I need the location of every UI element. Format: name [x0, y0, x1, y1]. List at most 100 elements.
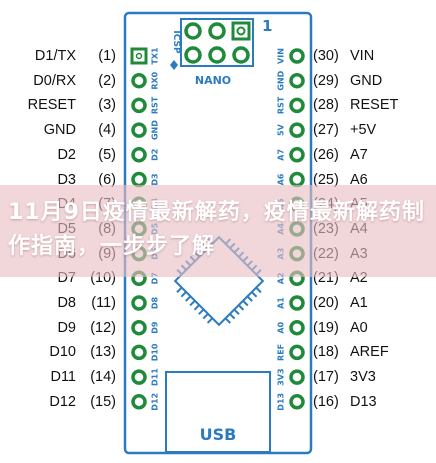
right-pin-name: A0 — [350, 319, 368, 336]
left-pin-number: (14) — [90, 369, 116, 386]
chip-leg — [198, 309, 204, 315]
header-pin — [131, 369, 147, 385]
usb-connector — [165, 371, 271, 453]
chip-leg — [247, 296, 253, 302]
right-pin-name: VIN — [350, 48, 375, 64]
chip-leg — [229, 313, 236, 320]
right-pin-number: (16) — [313, 393, 339, 410]
silk-label-right: A1 — [277, 297, 286, 309]
left-pin-number: (11) — [91, 295, 116, 311]
left-pin-name: D9 — [57, 319, 76, 336]
header-pin — [289, 319, 305, 336]
right-pin-number: (19) — [313, 319, 339, 336]
header-pin1-label: 1 — [262, 17, 272, 35]
left-pin-number: (3) — [98, 97, 116, 114]
icsp-pin — [208, 22, 226, 40]
header-pin — [131, 295, 147, 311]
silk-label-right: A2 — [277, 272, 286, 284]
header-pin — [289, 394, 305, 410]
chip-leg — [193, 304, 200, 311]
right-pin-number: (25) — [313, 171, 339, 188]
header-pin — [289, 295, 305, 311]
header-pin — [131, 97, 147, 114]
silk-label-left: D3 — [151, 173, 160, 185]
right-pin-number: (26) — [313, 146, 339, 163]
silk-label-right: 5V — [277, 123, 286, 136]
left-pin-name: D12 — [49, 393, 76, 410]
left-pin-number: (1) — [98, 48, 116, 64]
chip-leg — [202, 313, 209, 320]
left-pin-number: (13) — [90, 344, 116, 361]
chip-leg — [234, 309, 240, 315]
header-pin-hole — [135, 52, 143, 60]
right-pin-name: RESET — [350, 97, 399, 114]
header-pin — [289, 147, 305, 163]
header-pin — [131, 394, 147, 410]
silk-label-left: D12 — [151, 393, 160, 411]
right-pin-number: (18) — [313, 344, 339, 361]
chip-leg — [251, 291, 258, 298]
usb-label: USB — [200, 425, 237, 444]
icsp-pin — [208, 46, 226, 64]
right-pin-number: (20) — [313, 295, 339, 311]
chip-leg — [180, 291, 187, 298]
right-pin-name: A1 — [350, 295, 368, 311]
left-pin-name: D10 — [49, 344, 76, 361]
silk-label-left: D8 — [151, 296, 160, 309]
silk-label-right: 3V3 — [277, 368, 286, 385]
silk-label-left: D9 — [151, 321, 160, 334]
left-pin-name: D2 — [57, 146, 76, 163]
indicator-icon — [170, 60, 178, 70]
left-pin-number: (12) — [90, 319, 116, 336]
chip-leg — [225, 318, 231, 324]
icsp-pin — [184, 46, 202, 64]
right-pin-name: +5V — [350, 122, 377, 139]
left-pin-name: D11 — [50, 369, 76, 386]
silk-label-left: RX0 — [151, 71, 160, 89]
right-pin-number: (30) — [313, 48, 339, 64]
chip-leg — [255, 287, 262, 294]
header-pin — [289, 171, 305, 188]
chip-leg — [206, 317, 213, 324]
silk-label-left: GND — [151, 120, 160, 140]
silk-label-right: A7 — [277, 149, 286, 161]
silk-label-right: REF — [277, 344, 286, 361]
silk-label-right: GND — [277, 70, 286, 90]
left-pin-name: GND — [43, 122, 76, 139]
left-pin-number: (4) — [98, 122, 116, 139]
header-pin — [289, 72, 305, 89]
header-pin — [131, 344, 147, 361]
icsp-pin — [184, 22, 202, 40]
silk-label-left: D7 — [151, 272, 160, 284]
chip-leg — [176, 287, 182, 293]
silk-label-right: RST — [277, 96, 286, 114]
silk-label-left: D10 — [151, 343, 160, 361]
silk-label-left: D2 — [151, 149, 160, 161]
silk-label-right: A0 — [277, 321, 286, 333]
icsp-pins — [184, 21, 251, 64]
right-pin-name: D13 — [350, 393, 377, 410]
left-pin-number: (5) — [98, 146, 116, 163]
icsp-label: ICSP — [171, 30, 181, 54]
header-pin — [131, 72, 147, 89]
right-pin-number: (29) — [313, 72, 339, 89]
chip-leg — [185, 296, 191, 302]
silk-label-right: D13 — [277, 393, 286, 411]
icsp-pin-hole — [236, 26, 246, 36]
header-pin — [289, 369, 305, 385]
header-pin — [131, 171, 147, 188]
header-pin — [289, 122, 305, 138]
header-pin — [289, 48, 305, 64]
silk-label-right: VIN — [277, 48, 286, 64]
silk-label-left: RST — [151, 96, 160, 114]
overlay-banner — [0, 185, 436, 277]
silk-label-left: TX1 — [151, 47, 160, 65]
header-pin — [289, 344, 305, 361]
left-pin-number: (6) — [98, 171, 116, 188]
left-pin-number: (15) — [90, 393, 116, 410]
left-pin-name: D3 — [57, 171, 76, 188]
right-pin-name: A6 — [350, 171, 368, 188]
silk-label-left: D11 — [151, 368, 160, 386]
header-pin — [289, 97, 305, 114]
header-pin — [131, 147, 147, 163]
